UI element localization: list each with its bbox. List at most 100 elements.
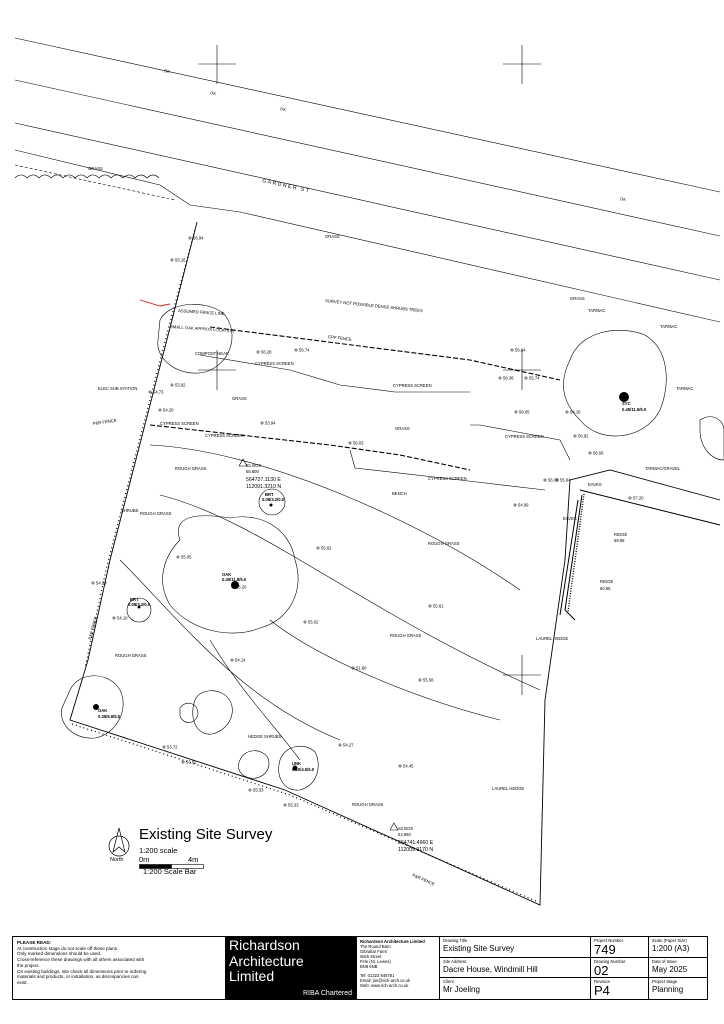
spot-level-marker bbox=[181, 760, 185, 764]
stage-cell: Project Stage Planning bbox=[649, 978, 707, 999]
spot-level: 56.92 bbox=[578, 434, 589, 439]
site-address: Dacre House, Windmill Hill bbox=[443, 964, 538, 974]
scale-value: 1:200 (A3) bbox=[652, 944, 690, 953]
spot-level-marker bbox=[148, 390, 152, 394]
spot-level: 56.05 bbox=[519, 410, 530, 415]
tree-canopy-edge bbox=[699, 416, 724, 461]
site-address-cell: Site Address Dacre House, Windmill Hill bbox=[440, 958, 590, 979]
tree-canopy-oak[interactable] bbox=[162, 515, 299, 634]
drawing-title-cell: Drawing Title Existing Site Survey bbox=[440, 937, 590, 958]
fence-label: P&R FENCE bbox=[412, 872, 436, 886]
spot-level-marker bbox=[231, 585, 235, 589]
annotation-mark bbox=[139, 299, 171, 307]
grass-label: GRASS bbox=[88, 166, 103, 171]
notes-line: the project. bbox=[17, 962, 40, 968]
date-label: Date of Issue bbox=[652, 958, 677, 964]
substation-label: ELEC SUB STATION bbox=[98, 386, 137, 391]
eaves-label: EAVES bbox=[563, 516, 577, 521]
spot-level: 55.02 bbox=[308, 620, 319, 625]
rough-grass-label: ROUGH GRASS bbox=[140, 511, 172, 516]
control-point-level: 53.950 bbox=[398, 832, 411, 837]
scale-bar-end: 4m bbox=[188, 855, 199, 864]
grid-cross bbox=[198, 350, 236, 390]
cypress-screen bbox=[349, 449, 546, 491]
revision-cell: Revision P4 bbox=[591, 978, 649, 999]
spot-level: 55.62 bbox=[321, 546, 332, 551]
small-oak-note: SMALL OAK APPROX LOCATION bbox=[170, 324, 234, 333]
scale-label: Scale (Paper Size) bbox=[652, 938, 687, 943]
spot-level-marker bbox=[248, 788, 252, 792]
spot-level-marker bbox=[338, 743, 342, 747]
tree-trunk bbox=[269, 503, 273, 507]
grid-cross bbox=[198, 45, 236, 84]
tree-canopy-brt[interactable] bbox=[126, 597, 152, 623]
cypress-label: CYPRESS SCREEN bbox=[393, 383, 432, 388]
spot-level-marker bbox=[588, 451, 592, 455]
spot-level-marker bbox=[513, 503, 517, 507]
tree-name: BRT bbox=[265, 492, 274, 497]
tree-spec: 0.08/3.2/0.0 bbox=[128, 602, 151, 607]
spot-level-marker bbox=[294, 348, 298, 352]
spot-level: 56.56 bbox=[593, 451, 604, 456]
tree-trunk bbox=[292, 765, 298, 771]
legend-scale: 1:200 scale bbox=[139, 846, 178, 855]
grid-cross bbox=[503, 350, 541, 390]
ridge-level: 60.85 bbox=[600, 586, 611, 591]
tree-canopy-syc[interactable] bbox=[563, 330, 667, 437]
tree-canopy-unk[interactable] bbox=[278, 745, 319, 791]
spot-level: 54.45 bbox=[403, 764, 414, 769]
project-number-cell: Project Number 749 bbox=[591, 937, 649, 958]
site-boundary[interactable] bbox=[69, 221, 721, 906]
shrub-cluster bbox=[192, 690, 233, 735]
survey-station-marker bbox=[389, 822, 399, 831]
spot-level: 53.92 bbox=[186, 760, 197, 765]
practice-email[interactable]: Email: jon@rich-arch.co.uk bbox=[360, 977, 411, 983]
rough-grass-label: ROUGH GRASS bbox=[428, 541, 460, 546]
tree-spec: 0.35/6.9/5.0 bbox=[98, 714, 121, 719]
drawing-number-label: Drawing Number bbox=[594, 958, 626, 964]
path-line bbox=[149, 444, 521, 591]
riba-chartered: RIBA Chartered bbox=[302, 990, 352, 997]
scale-bar-segment bbox=[171, 864, 204, 869]
dk-label: DK bbox=[620, 196, 627, 202]
spot-level-marker bbox=[398, 764, 402, 768]
spot-level-marker bbox=[91, 581, 95, 585]
grass-label: GRASS bbox=[232, 396, 247, 401]
spot-level: 54.10 bbox=[117, 616, 128, 621]
laurel-hedge-label: LAUREL HEDGE bbox=[492, 786, 524, 791]
spot-level: 55.33 bbox=[253, 788, 264, 793]
spot-level: 54.29 bbox=[96, 581, 107, 586]
practice-tel: Tel: 01323 848781 bbox=[360, 972, 395, 978]
tree-canopy-brt[interactable] bbox=[258, 488, 286, 516]
brand-line: Limited bbox=[229, 968, 275, 984]
spot-level-marker bbox=[565, 410, 569, 414]
tree-canopy-small-oak bbox=[157, 304, 233, 374]
fence-post-rail bbox=[71, 229, 539, 903]
cypress-label: CYPRESS SCREEN bbox=[505, 434, 544, 439]
spot-level-marker bbox=[555, 478, 559, 482]
spot-level-marker bbox=[573, 434, 577, 438]
road-kerb-line bbox=[14, 164, 176, 201]
grass-label: GRASS bbox=[570, 296, 585, 301]
control-point-east: 564741.4960 E bbox=[398, 840, 434, 846]
spot-level-layer: 56.9455.1653.9255.6255.0251.8055.2055.56… bbox=[91, 236, 644, 808]
spot-level: 54.16 bbox=[570, 410, 581, 415]
spot-level: 56.28 bbox=[261, 350, 272, 355]
fence-label: P&R FENCE bbox=[92, 418, 117, 426]
spot-level-marker bbox=[316, 546, 320, 550]
north-arrow bbox=[108, 827, 130, 857]
fence-note: ASSUMED FENCE LINE bbox=[178, 308, 225, 316]
north-arrow-pointer bbox=[112, 827, 126, 853]
spot-level: 54.99 bbox=[518, 503, 529, 508]
practice-contact: Richardson Architecture Limited The Roun… bbox=[357, 937, 440, 999]
spot-level: 55.05 bbox=[181, 555, 192, 560]
practice-web[interactable]: Web: www.rich-arch.co.uk bbox=[360, 982, 409, 988]
spot-level: 56.94 bbox=[193, 236, 204, 241]
bench-label: BENCH bbox=[392, 491, 407, 496]
spot-level-marker bbox=[303, 620, 307, 624]
tree-canopy-oak[interactable] bbox=[61, 675, 124, 739]
spot-level-marker bbox=[112, 616, 116, 620]
spot-level: 54.20 bbox=[163, 408, 174, 413]
tarmac-label: TARMAC bbox=[676, 386, 693, 391]
brand-line: Architecture bbox=[229, 952, 304, 969]
